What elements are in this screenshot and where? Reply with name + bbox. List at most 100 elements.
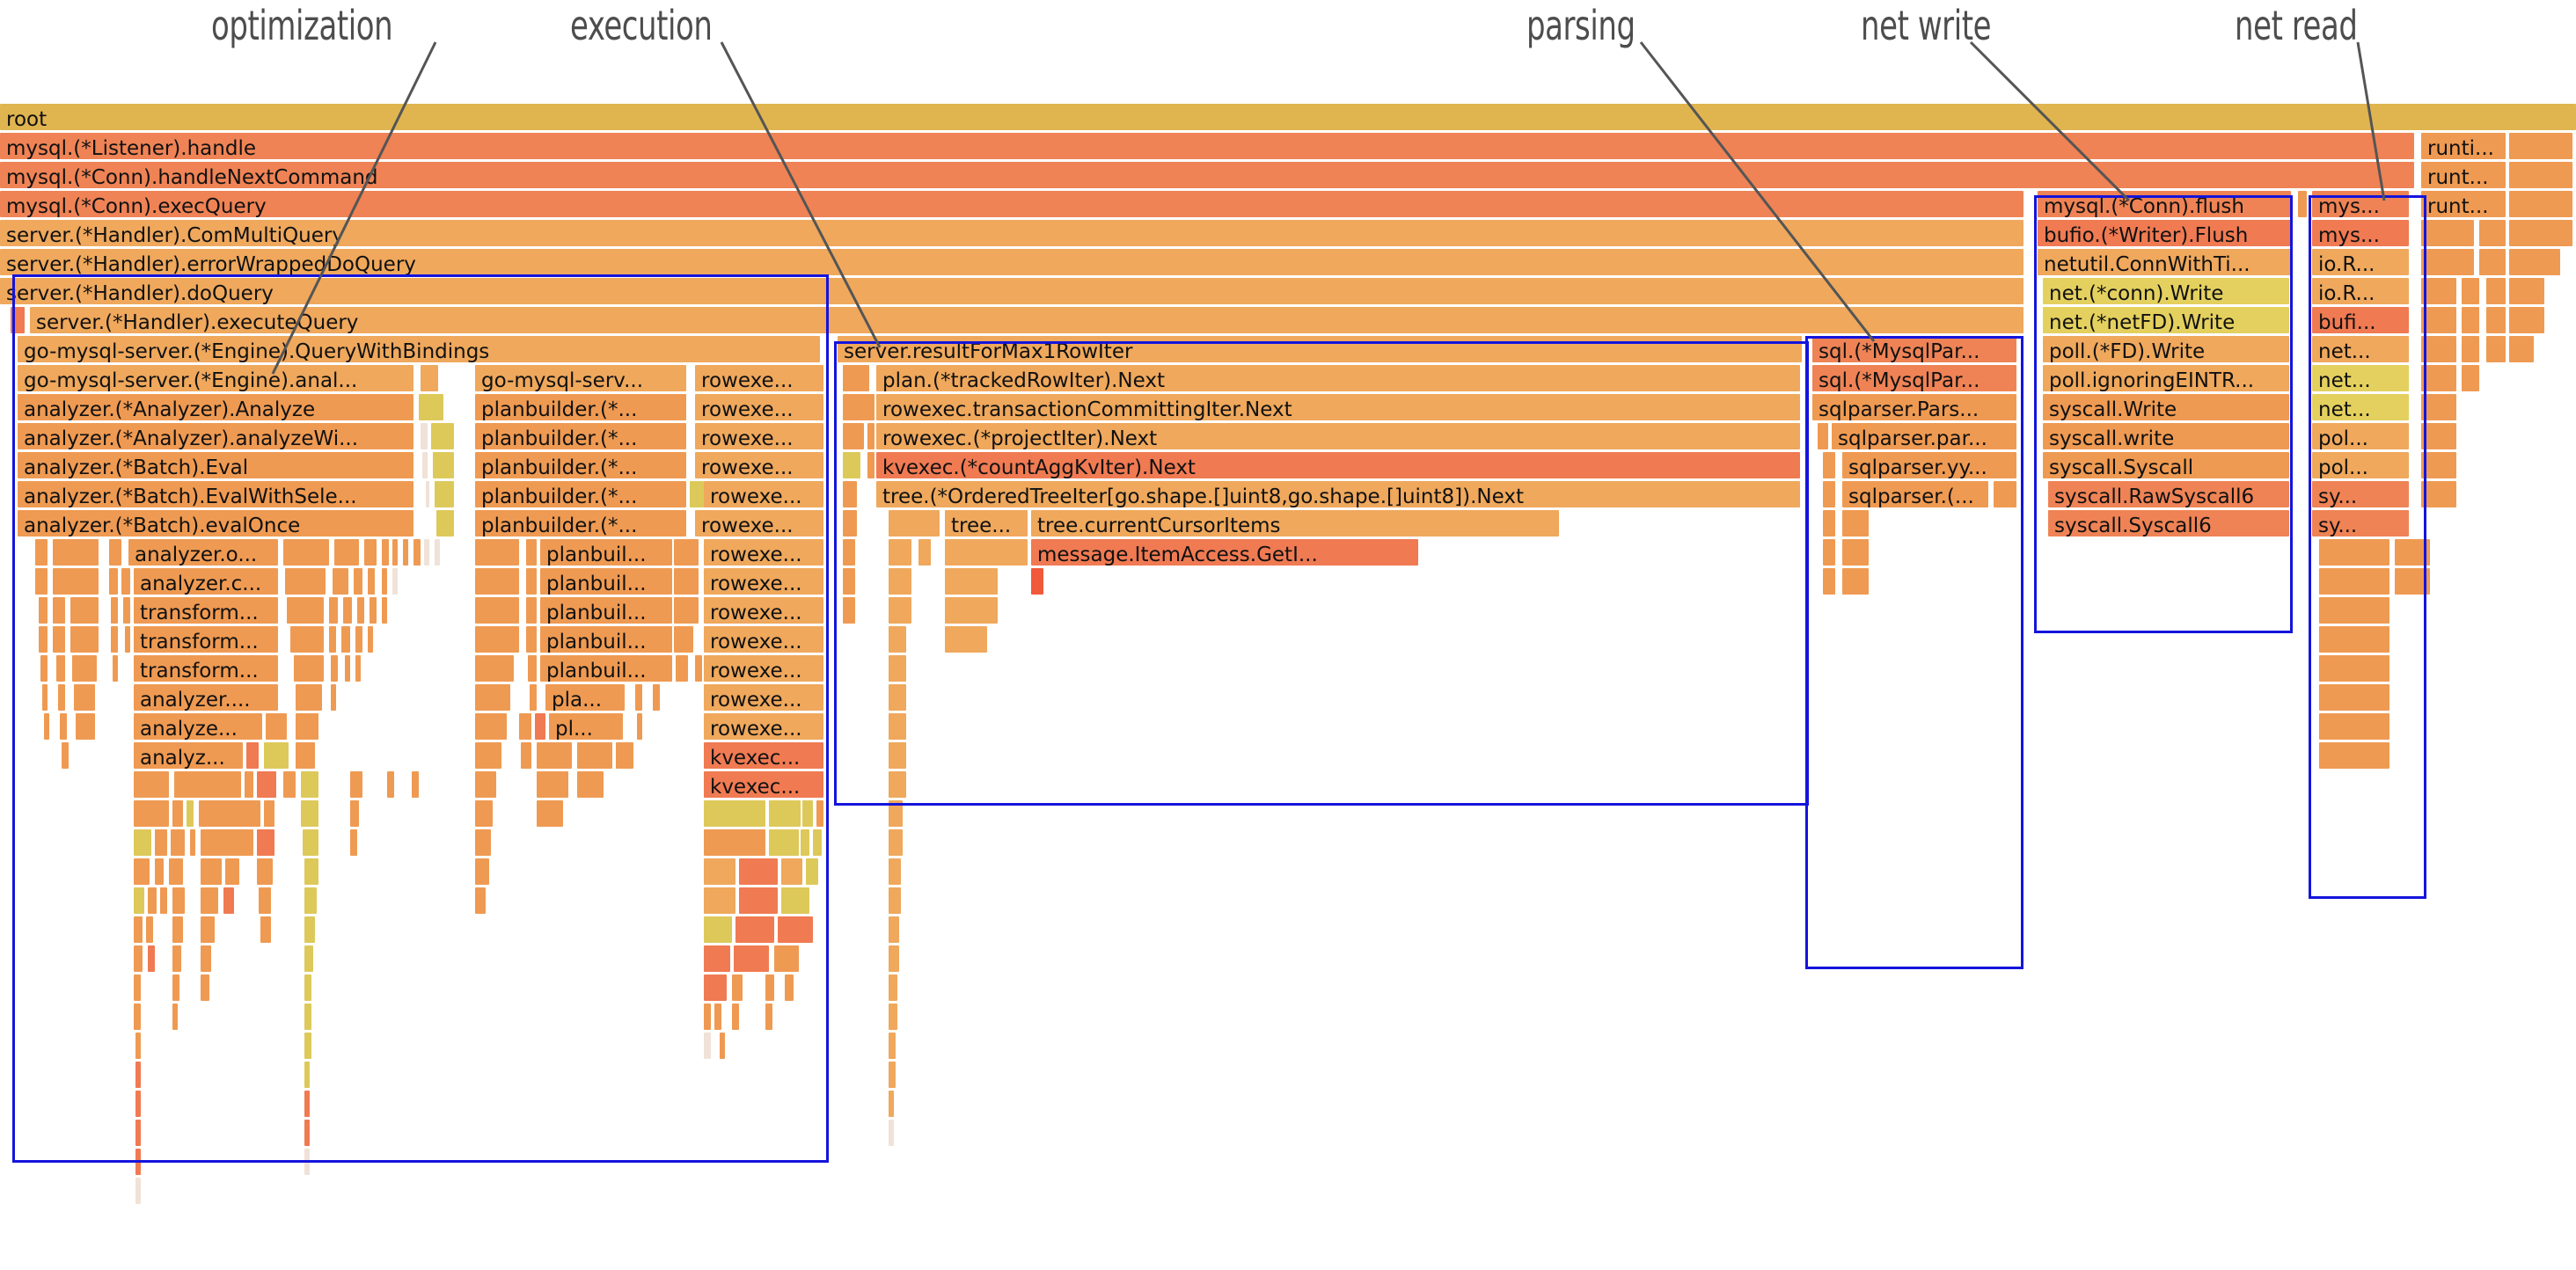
flame-frame-unlabeled[interactable] xyxy=(364,539,377,566)
flame-frame-unlabeled[interactable] xyxy=(135,1178,141,1204)
flame-frame-unlabeled[interactable] xyxy=(2509,220,2572,246)
flame-frame-unlabeled[interactable] xyxy=(53,626,65,653)
flame-frame-unlabeled[interactable] xyxy=(843,568,855,595)
flame-frame-unlabeled[interactable] xyxy=(1823,510,1835,536)
flame-frame-unlabeled[interactable] xyxy=(169,858,183,885)
flame-frame-unlabeled[interactable] xyxy=(1994,481,2016,507)
flame-frame-unlabeled[interactable] xyxy=(843,423,864,449)
flame-frame-unlabeled[interactable] xyxy=(422,452,428,478)
flame-frame-unlabeled[interactable] xyxy=(257,771,276,798)
flame-frame[interactable]: syscall.Write xyxy=(2043,394,2289,420)
flame-frame-unlabeled[interactable] xyxy=(304,945,313,972)
flame-frame-unlabeled[interactable] xyxy=(637,713,642,740)
flame-frame-unlabeled[interactable] xyxy=(1823,568,1835,595)
flame-frame-unlabeled[interactable] xyxy=(304,1004,311,1030)
flame-frame[interactable]: net... xyxy=(2312,365,2409,391)
flame-frame-unlabeled[interactable] xyxy=(35,568,48,595)
flame-frame-unlabeled[interactable] xyxy=(704,1004,711,1030)
flame-frame[interactable]: rowexe... xyxy=(704,713,823,740)
flame-frame-unlabeled[interactable] xyxy=(201,858,222,885)
flame-frame-unlabeled[interactable] xyxy=(135,1062,141,1088)
flame-frame-unlabeled[interactable] xyxy=(53,597,65,624)
flame-frame-unlabeled[interactable] xyxy=(704,916,732,943)
flame-frame-unlabeled[interactable] xyxy=(424,539,429,566)
flame-frame-unlabeled[interactable] xyxy=(2462,278,2479,304)
flame-frame-unlabeled[interactable] xyxy=(2319,568,2389,595)
flame-frame-unlabeled[interactable] xyxy=(435,481,454,507)
flame-frame-unlabeled[interactable] xyxy=(111,597,118,624)
flame-frame[interactable]: net.(*netFD).Write xyxy=(2043,307,2289,333)
flame-frame-unlabeled[interactable] xyxy=(113,655,118,682)
flame-frame-unlabeled[interactable] xyxy=(475,713,507,740)
flame-frame-unlabeled[interactable] xyxy=(56,655,65,682)
flame-frame-unlabeled[interactable] xyxy=(125,626,130,653)
flame-frame-unlabeled[interactable] xyxy=(111,626,118,653)
flame-frame[interactable]: rowexe... xyxy=(695,423,823,449)
flame-frame[interactable]: go-mysql-server.(*Engine).QueryWithBindi… xyxy=(18,336,820,362)
flame-frame-unlabeled[interactable] xyxy=(785,974,794,1001)
flame-frame-unlabeled[interactable] xyxy=(199,800,260,827)
flame-frame-unlabeled[interactable] xyxy=(945,568,998,595)
flame-frame-unlabeled[interactable] xyxy=(76,713,95,740)
flame-frame[interactable]: runti... xyxy=(2421,133,2506,159)
flame-frame-unlabeled[interactable] xyxy=(1823,452,1835,478)
flame-frame-unlabeled[interactable] xyxy=(60,713,67,740)
flame-frame-unlabeled[interactable] xyxy=(387,771,394,798)
flame-frame[interactable]: planbuil... xyxy=(540,597,672,624)
flame-frame-unlabeled[interactable] xyxy=(11,307,25,333)
flame-frame-unlabeled[interactable] xyxy=(109,539,121,566)
flame-frame-unlabeled[interactable] xyxy=(392,539,398,566)
flame-frame-unlabeled[interactable] xyxy=(58,684,65,711)
flame-frame-unlabeled[interactable] xyxy=(2421,394,2456,420)
flame-frame[interactable]: mys... xyxy=(2312,220,2409,246)
flame-frame[interactable]: rowexe... xyxy=(704,539,823,566)
flame-frame-unlabeled[interactable] xyxy=(368,626,373,653)
flame-frame-unlabeled[interactable] xyxy=(2298,191,2307,217)
flame-frame[interactable]: message.ItemAccess.GetI... xyxy=(1031,539,1418,566)
flame-frame-unlabeled[interactable] xyxy=(172,945,181,972)
flame-frame-unlabeled[interactable] xyxy=(704,887,735,914)
flame-frame-unlabeled[interactable] xyxy=(174,771,241,798)
flame-frame[interactable]: transform... xyxy=(134,655,278,682)
flame-frame[interactable]: analyze... xyxy=(134,713,262,740)
flame-frame-unlabeled[interactable] xyxy=(2319,655,2389,682)
flame-frame-unlabeled[interactable] xyxy=(2421,336,2456,362)
flame-frame-unlabeled[interactable] xyxy=(2421,423,2456,449)
flame-frame-unlabeled[interactable] xyxy=(172,974,179,1001)
flame-frame[interactable]: planbuil... xyxy=(540,626,672,653)
flame-frame-unlabeled[interactable] xyxy=(2421,220,2474,246)
flame-frame-unlabeled[interactable] xyxy=(2319,597,2389,624)
flame-frame[interactable]: syscall.RawSyscall6 xyxy=(2048,481,2289,507)
flame-frame[interactable]: net... xyxy=(2312,394,2409,420)
flame-frame-unlabeled[interactable] xyxy=(413,539,421,566)
flame-frame-unlabeled[interactable] xyxy=(676,655,688,682)
flame-frame-unlabeled[interactable] xyxy=(53,568,99,595)
flame-frame-unlabeled[interactable] xyxy=(245,771,253,798)
flame-frame-unlabeled[interactable] xyxy=(146,916,153,943)
flame-frame-unlabeled[interactable] xyxy=(283,539,329,566)
flame-frame-unlabeled[interactable] xyxy=(2479,249,2506,275)
flame-frame[interactable]: analyzer.(*Batch).Eval xyxy=(18,452,413,478)
flame-frame-unlabeled[interactable] xyxy=(135,1091,141,1117)
flame-frame[interactable]: rowexe... xyxy=(704,655,823,682)
flame-frame-unlabeled[interactable] xyxy=(714,1004,721,1030)
flame-frame-unlabeled[interactable] xyxy=(867,423,875,449)
flame-frame-unlabeled[interactable] xyxy=(1842,510,1869,536)
flame-frame-unlabeled[interactable] xyxy=(769,800,801,827)
flame-frame-unlabeled[interactable] xyxy=(2319,742,2389,769)
flame-frame-unlabeled[interactable] xyxy=(732,1004,739,1030)
flame-frame-unlabeled[interactable] xyxy=(304,887,317,914)
flame-frame-unlabeled[interactable] xyxy=(674,539,699,566)
flame-frame-unlabeled[interactable] xyxy=(577,771,604,798)
flame-frame[interactable]: mysql.(*Conn).execQuery xyxy=(0,191,2023,217)
flame-frame-unlabeled[interactable] xyxy=(475,771,496,798)
flame-frame[interactable]: bufi... xyxy=(2312,307,2409,333)
flame-frame-unlabeled[interactable] xyxy=(134,945,143,972)
flame-frame-unlabeled[interactable] xyxy=(2395,539,2430,566)
flame-frame[interactable]: mysql.(*Conn).handleNextCommand xyxy=(0,162,2414,188)
flame-frame-unlabeled[interactable] xyxy=(889,1062,896,1088)
flame-frame-unlabeled[interactable] xyxy=(889,684,906,711)
flame-frame-unlabeled[interactable] xyxy=(732,974,743,1001)
flame-frame-unlabeled[interactable] xyxy=(172,887,185,914)
flame-frame-unlabeled[interactable] xyxy=(2395,568,2430,595)
